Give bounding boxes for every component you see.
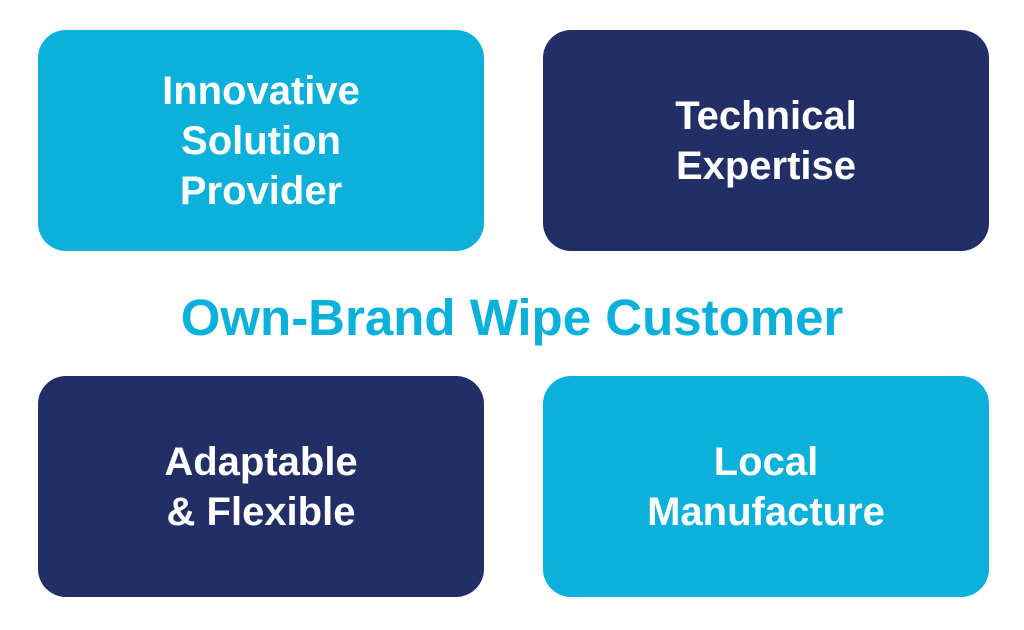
- box-label: Local Manufacture: [647, 437, 885, 537]
- box-label-line: Solution: [181, 118, 341, 163]
- box-label-line: & Flexible: [166, 489, 356, 534]
- box-label-line: Adaptable: [164, 439, 358, 484]
- box-label-line: Innovative: [162, 68, 360, 113]
- box-label: Technical Expertise: [675, 91, 857, 191]
- box-label: Innovative Solution Provider: [162, 66, 360, 216]
- box-label-line: Technical: [675, 93, 857, 138]
- box-label: Adaptable & Flexible: [164, 437, 357, 537]
- box-label-line: Manufacture: [647, 489, 885, 534]
- box-label-line: Provider: [179, 168, 343, 213]
- box-adaptable-flexible: Adaptable & Flexible: [38, 376, 484, 597]
- box-technical-expertise: Technical Expertise: [543, 30, 989, 251]
- box-label-line: Local: [713, 439, 819, 484]
- box-label-line: Expertise: [675, 143, 857, 188]
- center-title: Own-Brand Wipe Customer: [180, 289, 844, 346]
- box-local-manufacture: Local Manufacture: [543, 376, 989, 597]
- box-innovative-solution-provider: Innovative Solution Provider: [38, 30, 484, 251]
